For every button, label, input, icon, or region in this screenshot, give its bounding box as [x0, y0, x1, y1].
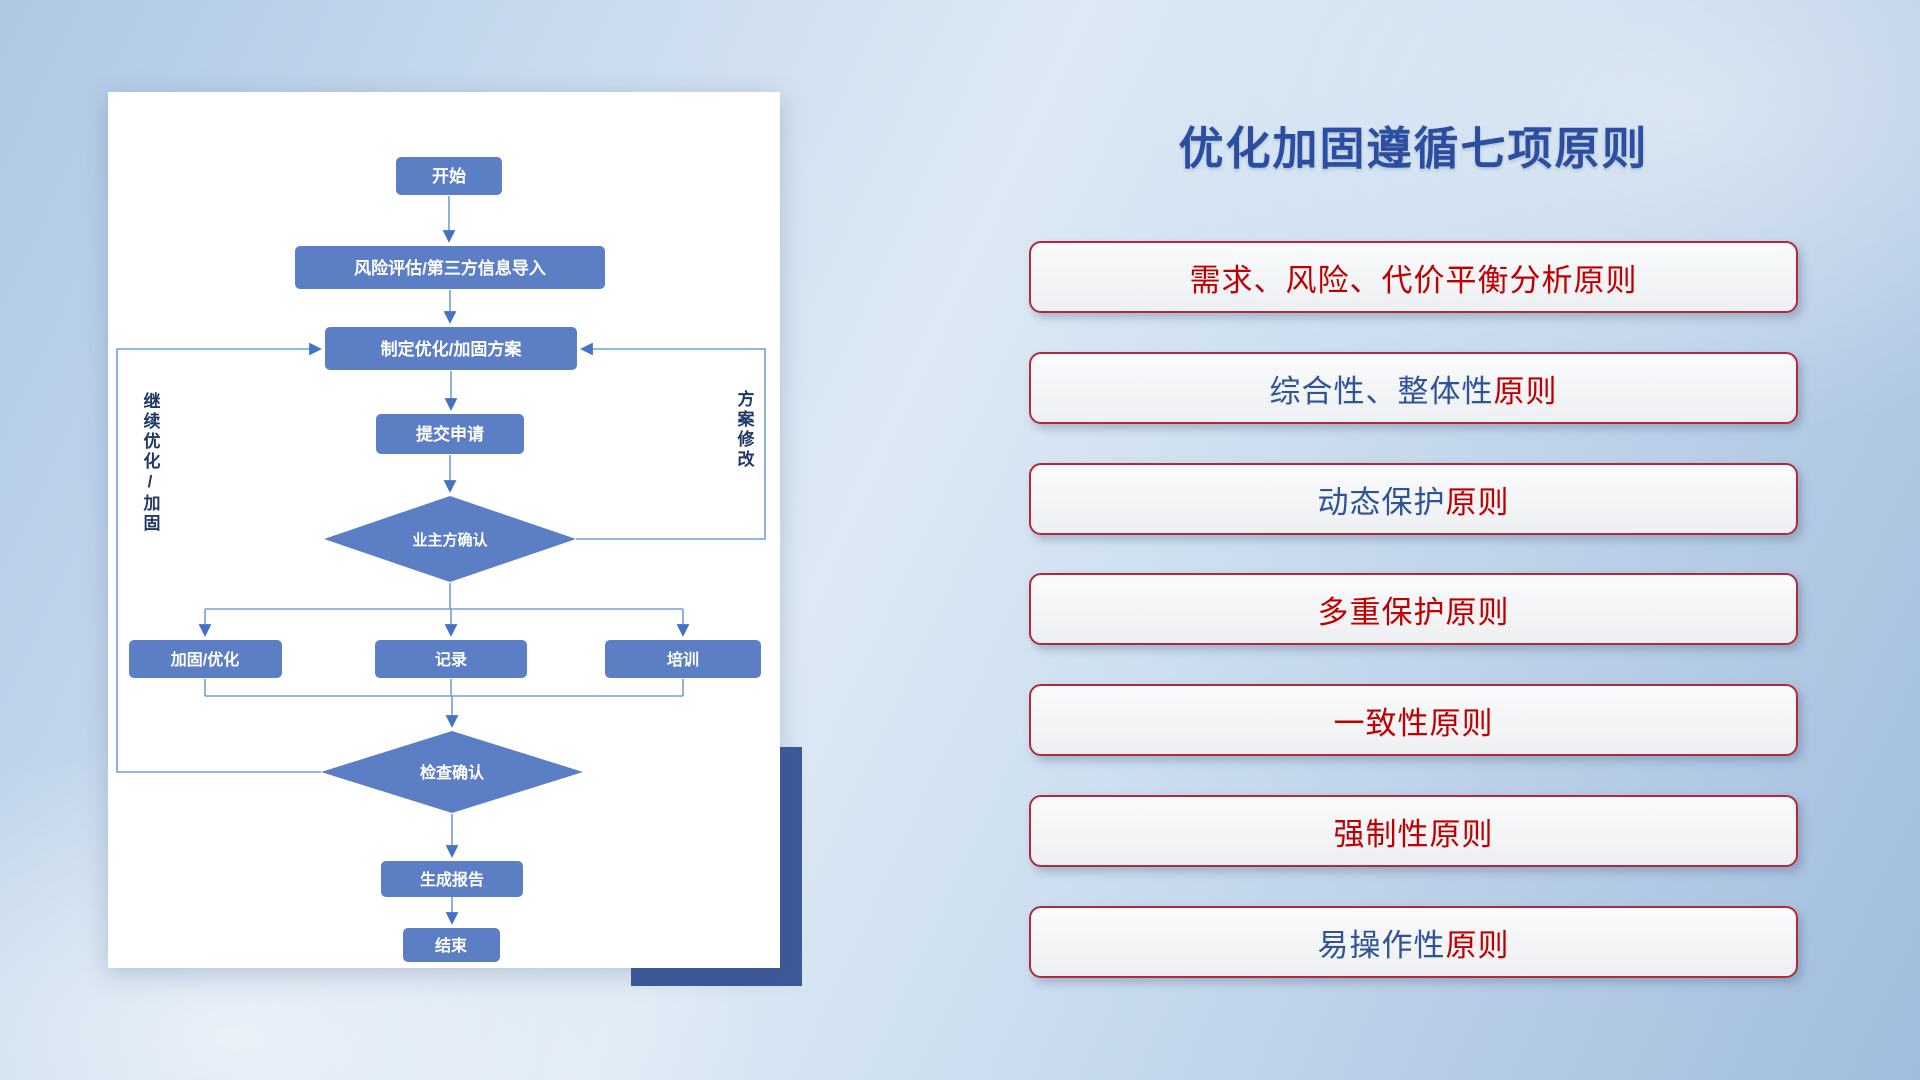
report-node-label: 生成报告	[420, 870, 484, 889]
principle-text: 易操作性	[1317, 927, 1446, 963]
record-node-label: 记录	[435, 651, 467, 669]
principle-item: 易操作性原则	[1029, 906, 1798, 978]
connector-split	[205, 583, 683, 610]
flowchart: 开始 风险评估/第三方信息导入 制定优化/加固方案 提交申请 业主方确认 加固/	[116, 157, 766, 962]
principles-panel: 优化加固遵循七项原则 需求、风险、代价平衡分析原则综合性、整体性原则动态保护原则…	[1029, 0, 1798, 1080]
risk-import-node: 风险评估/第三方信息导入	[295, 246, 605, 289]
page-title: 优化加固遵循七项原则	[1178, 123, 1649, 174]
end-node-label: 结束	[434, 936, 468, 955]
submit-node-label: 提交申请	[416, 424, 484, 444]
principle-text: 需求、风险、代价平衡分析原则	[1189, 262, 1638, 298]
owner-confirm-shape	[324, 496, 576, 582]
flow-connectors	[116, 196, 766, 925]
start-node-shape	[396, 157, 502, 195]
harden-optimize-shape	[129, 640, 282, 678]
training-node-shape	[605, 640, 761, 678]
principle-text: 一致性原则	[1333, 705, 1494, 741]
end-node: 结束	[403, 928, 500, 962]
check-confirm-label: 检查确认	[420, 763, 485, 782]
harden-optimize-label: 加固/优化	[170, 650, 239, 669]
report-node-shape	[381, 861, 523, 897]
principle-text: 原则	[1445, 484, 1510, 520]
principle-item: 多重保护原则	[1029, 573, 1798, 645]
check-confirm-decision: 检查确认	[321, 731, 583, 813]
make-plan-node: 制定优化/加固方案	[325, 327, 577, 370]
risk-import-node-shape	[295, 246, 605, 289]
start-node-label: 开始	[432, 166, 466, 186]
flowchart-card: 开始 风险评估/第三方信息导入 制定优化/加固方案 提交申请 业主方确认 加固/	[108, 92, 780, 968]
right-loop-label: 方案修改	[735, 389, 756, 470]
owner-confirm-label: 业主方确认	[412, 531, 488, 549]
check-confirm-shape	[321, 731, 583, 813]
principle-text: 强制性原则	[1333, 816, 1494, 852]
end-node-shape	[403, 928, 500, 962]
owner-confirm-decision: 业主方确认	[324, 496, 576, 582]
principle-item: 一致性原则	[1029, 684, 1798, 756]
training-node-label: 培训	[667, 650, 699, 669]
principle-item: 需求、风险、代价平衡分析原则	[1029, 241, 1798, 313]
loop-continue-optimize	[116, 342, 322, 773]
training-node: 培训	[605, 640, 761, 678]
risk-import-node-label: 风险评估/第三方信息导入	[354, 258, 546, 278]
left-loop-label: 继续优化/加固	[141, 391, 162, 534]
principle-text: 多重保护原则	[1317, 594, 1510, 630]
principle-text: 原则	[1445, 927, 1510, 963]
submit-node: 提交申请	[376, 414, 524, 454]
make-plan-node-shape	[325, 327, 577, 370]
principle-text: 动态保护	[1317, 484, 1446, 520]
harden-optimize-node: 加固/优化	[129, 640, 282, 678]
connector-join	[204, 679, 684, 697]
loop-plan-revision	[576, 342, 766, 540]
report-node: 生成报告	[381, 861, 523, 897]
principle-item: 综合性、整体性原则	[1029, 352, 1798, 424]
record-node-shape	[375, 640, 527, 678]
submit-node-shape	[376, 414, 524, 454]
principle-text: 原则	[1493, 373, 1558, 409]
make-plan-node-label: 制定优化/加固方案	[381, 339, 523, 359]
principle-item: 强制性原则	[1029, 795, 1798, 867]
principle-item: 动态保护原则	[1029, 463, 1798, 535]
record-node: 记录	[375, 640, 527, 678]
principle-text: 综合性、整体性	[1269, 373, 1494, 409]
start-node: 开始	[396, 157, 502, 195]
